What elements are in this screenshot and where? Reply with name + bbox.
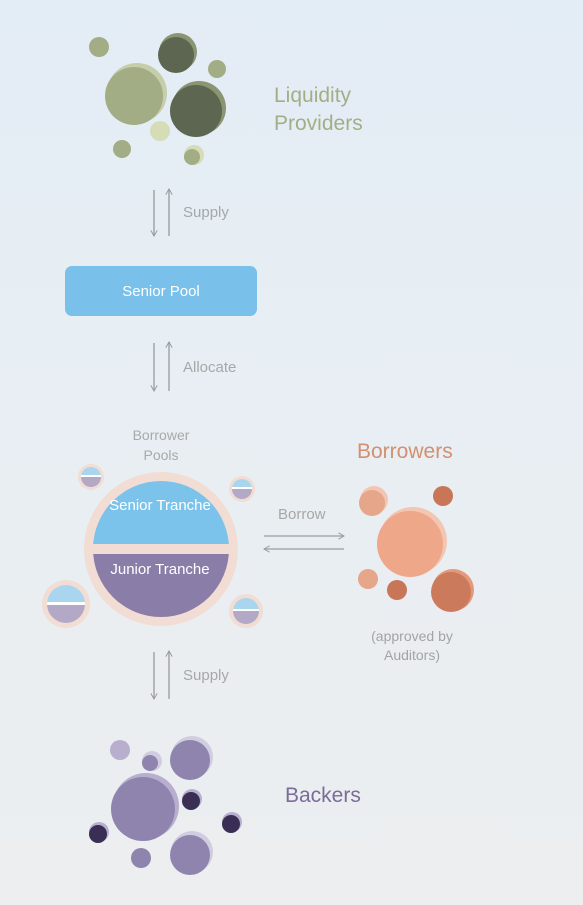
liquidity-providers-cluster [89,33,226,165]
supply-arrows-bottom [150,650,173,700]
junior-tranche-label: Junior Tranche [110,561,210,578]
borrowers-label: Borrowers [357,440,453,463]
senior-pool-box: Senior Pool [65,266,257,316]
supply-label-top: Supply [183,204,229,221]
backers-label: Backers [285,784,361,807]
borrower-pools-label: Borrower Pools [132,427,190,463]
approved-by-auditors-note: (approved by Auditors) [371,628,453,663]
borrow-label: Borrow [278,506,326,523]
supply-label-bottom: Supply [183,667,229,684]
borrower-pool [42,464,263,628]
backers-cluster [89,736,242,875]
borrowers-cluster [358,486,474,612]
borrow-arrows [263,532,345,553]
supply-arrows-top [150,188,173,237]
liquidity-providers-label: Liquidity Providers [274,84,363,135]
senior-tranche-label: Senior Tranche [109,497,211,514]
allocate-label: Allocate [183,359,237,376]
allocate-arrows [150,341,173,392]
